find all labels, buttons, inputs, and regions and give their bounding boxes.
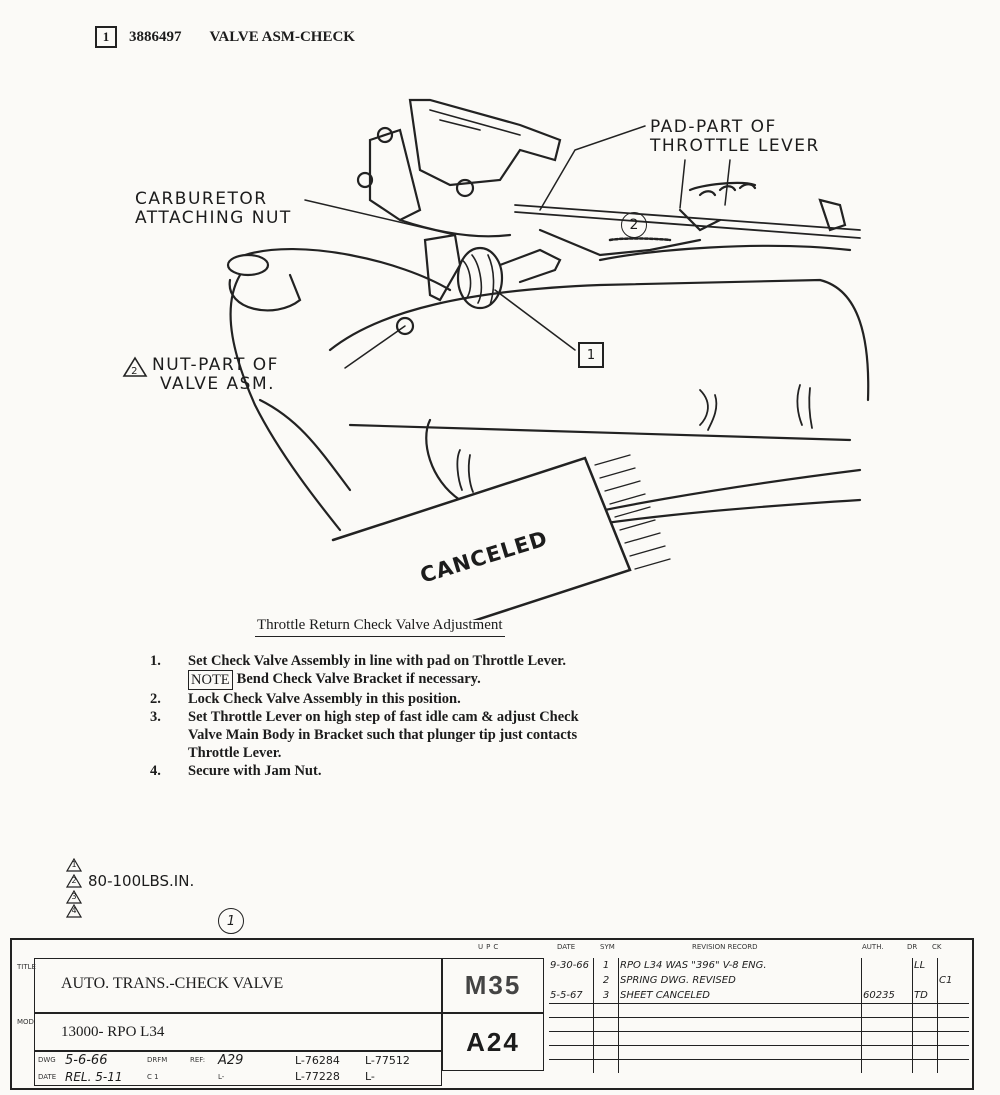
title-cell: TITLE AUTO. TRANS.-CHECK VALVE — [17, 958, 442, 1013]
ref-4: L-77228 — [295, 1070, 340, 1083]
model-text: 13000- RPO L34 — [61, 1024, 165, 1040]
carb-callout-line-2: ATTACHING NUT — [135, 208, 292, 228]
carburetor-nut-callout: CARBURETOR ATTACHING NUT — [135, 190, 292, 228]
revision-row: 2 SPRING DWG. REVISED C1 — [549, 973, 969, 988]
ref-label: REF: — [190, 1056, 206, 1064]
instruction-step: Throttle Lever. — [188, 745, 282, 761]
date-value: REL. 5-11 — [65, 1070, 123, 1084]
part-number: 3886497 — [129, 28, 182, 45]
revision-row: 9-30-66 1 RPO L34 WAS "396" V-8 ENG. LL — [549, 958, 969, 973]
part-name: VALVE ASM-CHECK — [209, 28, 355, 45]
rev-header-auth: AUTH. — [862, 943, 884, 951]
item-box-callout: 1 — [578, 342, 604, 368]
dwg-date: 5-6-66 — [65, 1053, 108, 1068]
ref-1: L-76284 — [295, 1054, 340, 1067]
triangle-icon: 2 — [122, 356, 148, 377]
title-label: TITLE — [17, 963, 36, 971]
nut-callout-line-2: VALVE ASM. — [160, 374, 276, 394]
note-triangle-icon: 4 — [66, 904, 82, 918]
page-header: 1 3886497 VALVE ASM-CHECK — [95, 25, 355, 49]
revision-row-empty — [549, 1045, 969, 1059]
rev-header-date: DATE — [557, 943, 576, 951]
instruction-step: 3.Set Throttle Lever on high step of fas… — [150, 709, 579, 725]
date-label: DATE — [38, 1073, 57, 1081]
rev-header-sym: SYM — [600, 943, 615, 951]
rev-header-ck: CK — [932, 943, 942, 951]
ref-3: L- — [218, 1073, 225, 1081]
upc-cell: M35 — [442, 958, 544, 1013]
note-triangle-icon: 1 — [66, 858, 82, 872]
instructions-title: Throttle Return Check Valve Adjustment — [255, 617, 505, 637]
nut-callout-line-1: NUT-PART OF — [152, 355, 279, 375]
upc-code: M35 — [464, 970, 522, 1000]
instruction-step: 1.Set Check Valve Assembly in line with … — [150, 653, 566, 669]
dwg-label: DWG — [38, 1056, 56, 1064]
instruction-step: 2.Lock Check Valve Assembly in this posi… — [150, 691, 461, 707]
pad-callout: PAD-PART OF THROTTLE LEVER — [650, 118, 820, 156]
ref-value: A29 — [218, 1053, 244, 1068]
rev-header-dr: DR — [907, 943, 918, 951]
notes-section: 1 2 80-100LBS.IN. 3 4 — [66, 858, 194, 918]
sub-code-cell: A24 — [442, 1013, 544, 1071]
drawing-title: AUTO. TRANS.-CHECK VALVE — [61, 975, 284, 992]
instruction-step: 4.Secure with Jam Nut. — [150, 763, 322, 779]
revision-row: 5-5-67 3 SHEET CANCELED 60235 TD — [549, 988, 969, 1003]
upc-label: UPC — [478, 943, 502, 951]
pad-callout-line-2: THROTTLE LEVER — [650, 136, 820, 156]
svg-text:2: 2 — [131, 366, 139, 377]
note-box: NOTE — [188, 670, 233, 690]
model-cell: MOD 13000- RPO L34 — [17, 1013, 442, 1051]
drawing-info-cell: DWG 5-6-66 DRFM REF: A29 L-76284 L-77512… — [34, 1051, 442, 1086]
mod-label: MOD — [17, 1018, 34, 1026]
instruction-step: Valve Main Body in Bracket such that plu… — [188, 727, 578, 743]
item-number-box: 1 — [95, 26, 117, 48]
note-circle: 1 — [218, 908, 244, 934]
spring-circle-callout: 2 — [621, 212, 647, 238]
revision-row-empty — [549, 1031, 969, 1045]
torque-spec: 80-100LBS.IN. — [88, 872, 195, 890]
note-triangle-icon: 2 — [66, 874, 82, 888]
revision-row-empty — [549, 1017, 969, 1031]
nut-callout: 2 NUT-PART OF VALVE ASM. — [122, 356, 279, 394]
title-block: UPC DATE SYM REVISION RECORD AUTH. DR CK… — [10, 938, 974, 1090]
instructions-list: 1.Set Check Valve Assembly in line with … — [150, 652, 750, 780]
carb-callout-line-1: CARBURETOR — [135, 189, 268, 209]
revision-row-empty — [549, 1003, 969, 1017]
sub-code: A24 — [466, 1026, 520, 1057]
drfm-label: DRFM — [147, 1056, 168, 1064]
revision-table: 9-30-66 1 RPO L34 WAS "396" V-8 ENG. LL … — [549, 958, 969, 1073]
canceled-stamp — [331, 454, 671, 620]
note-triangle-icon: 3 — [66, 890, 82, 904]
rev-header-record: REVISION RECORD — [692, 943, 758, 951]
ref-2: L-77512 — [365, 1054, 410, 1067]
ref-5: L- — [365, 1070, 375, 1083]
pad-callout-line-1: PAD-PART OF — [650, 117, 777, 137]
ck-label: C 1 — [147, 1073, 159, 1081]
revision-row-empty — [549, 1059, 969, 1073]
carburetor-illustration — [226, 98, 870, 620]
